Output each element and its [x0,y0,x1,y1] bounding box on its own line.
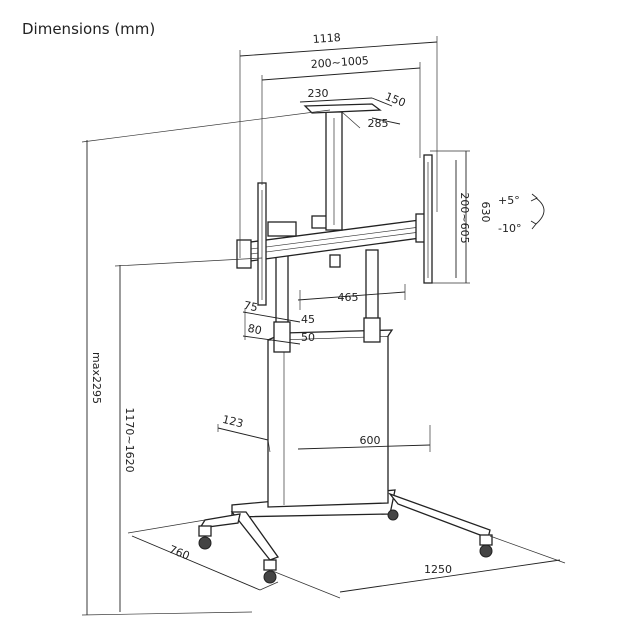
label-vesa-vertical: 200~605 [458,192,471,243]
label-top-plate-span: 285 [368,117,389,130]
label-tilt-down: -10° [498,222,521,235]
label-offset-50: 50 [301,331,315,344]
label-top-plate-depth: 150 [383,90,407,110]
label-column-offset: 465 [338,291,359,304]
label-tilt-up: +5° [498,194,520,207]
label-height-range: 1170~1620 [123,407,136,472]
label-max-height: max2295 [90,352,103,404]
label-offset-75: 75 [243,299,259,315]
caster-wheels [198,509,493,584]
top-pole [303,103,382,231]
label-overall-width: 1118 [312,31,341,46]
label-bracket-height: 630 [479,202,492,223]
cabinet [267,329,394,508]
dimension-labels: 1118 200~1005 230 150 285 630 200~605 +5… [90,31,521,576]
label-vesa-horizontal: 200~1005 [310,54,369,71]
label-cabinet-depth: 123 [221,413,245,431]
label-cabinet-width: 600 [360,434,381,447]
diagram-title: Dimensions (mm) [22,20,156,38]
label-offset-80: 80 [247,322,263,338]
dimension-lines [81,36,566,616]
columns [273,249,381,353]
label-top-plate-width: 230 [308,87,329,100]
label-base-width: 1250 [424,563,452,576]
vesa-arms [257,154,433,306]
label-offset-45: 45 [301,313,315,326]
